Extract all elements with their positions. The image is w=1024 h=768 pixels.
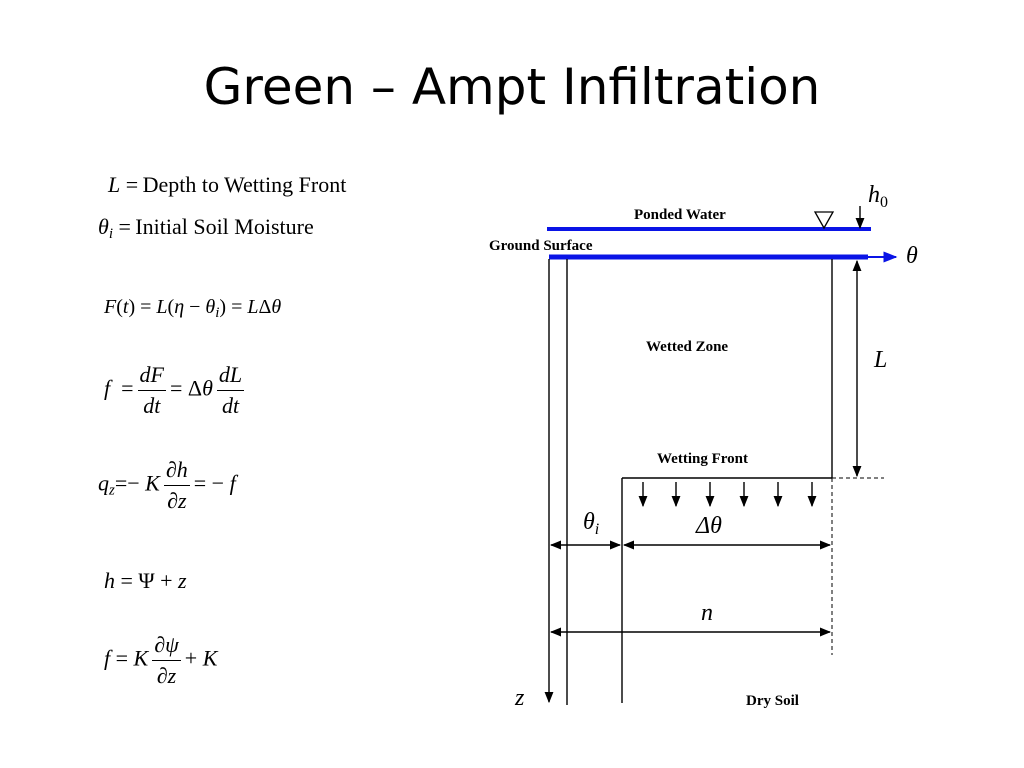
- eq-cumulative-infiltration: F(t) = L(η − θi) = LΔθ: [104, 296, 282, 321]
- ponded-water-label: Ponded Water: [634, 207, 726, 223]
- theta-i-symbol: θi: [583, 509, 600, 538]
- L-symbol: L: [874, 347, 888, 373]
- n-symbol: n: [701, 600, 713, 626]
- water-surface-icon: [813, 211, 835, 230]
- depth-definition-text: Depth to Wetting Front: [142, 172, 347, 197]
- eq-darcy-flux: qz=− K∂h∂z= − f: [98, 457, 236, 513]
- initial-moisture-definition-text: Initial Soil Moisture: [135, 214, 314, 239]
- z-symbol: z: [515, 685, 525, 711]
- eq-initial-moisture-definition: θi = Initial Soil Moisture: [98, 214, 314, 242]
- wetting-front-label: Wetting Front: [657, 451, 748, 467]
- eq-depth-definition: L = Depth to Wetting Front: [108, 172, 347, 197]
- slide-title: Green – Ampt Infiltration: [203, 58, 821, 116]
- wetted-zone-label: Wetted Zone: [646, 339, 729, 355]
- dry-soil-label: Dry Soil: [746, 693, 799, 709]
- h0-symbol: h0: [868, 182, 888, 211]
- eq-head: h = Ψ + z: [104, 568, 187, 593]
- theta-axis-symbol: θ: [906, 243, 918, 269]
- eq-rate-potential: f = K∂ψ∂z+ K: [104, 632, 218, 688]
- delta-theta-symbol: Δθ: [696, 513, 722, 539]
- ground-surface-label: Ground Surface: [489, 238, 593, 254]
